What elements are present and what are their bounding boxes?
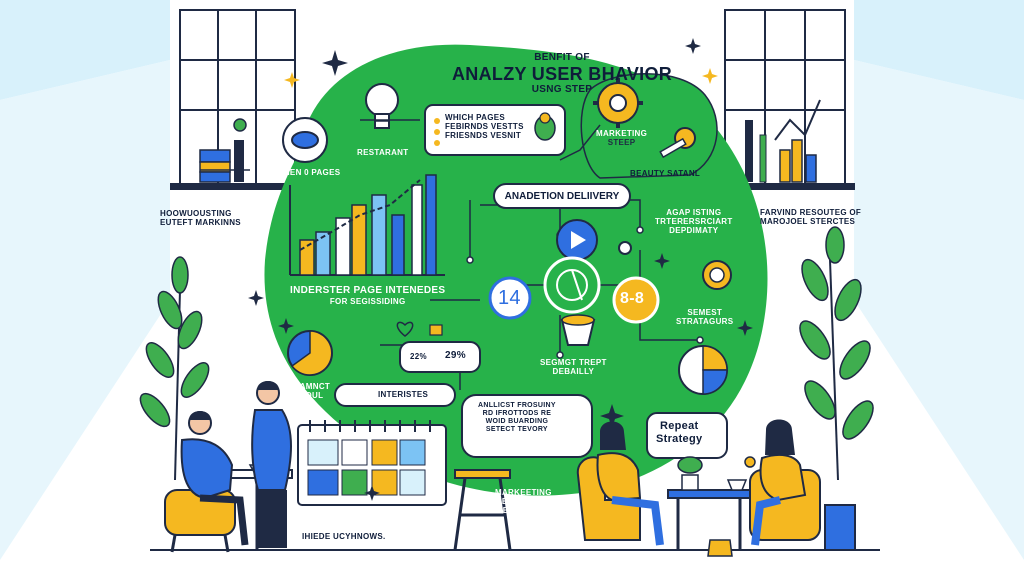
segmgt-trept-label: SEGMGT TREPT DEBAILLY (540, 358, 607, 376)
which-pages-line-2: FEBIRNDS VESTTS (445, 122, 524, 132)
pie-chart-left (287, 330, 333, 376)
node-small-circle (618, 241, 632, 255)
right-sky-panel (854, 0, 1024, 100)
shopping-bag-icon (707, 539, 733, 557)
repeat-strategy-label: Repeat Strategy (656, 420, 702, 445)
left-shelf (170, 183, 300, 190)
marketing-step-line-1: MARKETING (596, 129, 648, 138)
lamp-icon (702, 260, 732, 290)
person-seated-left (180, 411, 249, 546)
agap-isting-line-1: AGAP ISTING (666, 208, 722, 217)
right-edge-line-1: FARVIND RESOUTEG OF (760, 208, 862, 217)
inderster-page-line-1: INDERSTER PAGE INTENEDES (290, 285, 446, 296)
inderster-page-label: INDERSTER PAGE INTENEDES FOR SEGISSIDING (290, 285, 445, 306)
bug-icon (534, 112, 556, 141)
pencil-icon (659, 137, 687, 159)
person-woman-left (596, 421, 664, 546)
beamnct-line-2: STOUL (294, 391, 324, 401)
segmgt-line-2: DEBAILLY (552, 367, 595, 377)
anllicst-line-3: WOID BUARDING (485, 418, 549, 426)
bar-chart-graphic (289, 174, 445, 276)
main-title: BENFIT OF ANALZY USER BHAVIOR USNG STEP (452, 52, 672, 96)
interistes-pill (334, 383, 456, 407)
left-edge-note: HOOWUOUSTING EUTEFT MARKINNS (160, 209, 241, 227)
marketing-betginnery-label: MARKEETING BETGINNERY EXTATGIY (495, 488, 552, 516)
coffee-table (667, 456, 751, 550)
agap-isting-label: AGAP ISTING TRTERERSRCIART DEPDIMATY (655, 208, 733, 236)
left-window (179, 9, 296, 186)
percent-29-label: 29% (445, 350, 466, 361)
beamnct-stoul-label: BEAMNCT STOUL (288, 382, 330, 400)
percent-box (399, 341, 481, 373)
which-pages-box (424, 104, 566, 156)
left-edge-line-1: HOOWUOUSTING (160, 209, 232, 218)
central-node-icon (543, 256, 601, 314)
pie-chart-right (678, 345, 728, 395)
anllicst-box (461, 394, 593, 458)
title-line-3: USNG STEP (531, 84, 593, 96)
marketing-betginnery-line-1: MARKEETING (495, 488, 552, 497)
number-14-circle (488, 276, 532, 320)
anllicst-label: ANLLICST FROSUINY RD IFROTTODS RE WOID B… (478, 402, 556, 434)
right-shelf (720, 183, 855, 190)
number-14-label: 14 (498, 287, 521, 309)
marketing-betginnery-line-3: EXTATGIY (502, 506, 544, 516)
left-sky-panel (0, 0, 170, 100)
interistes-label: INTERISTES (378, 390, 429, 399)
left-plant (139, 256, 210, 481)
semest-stratagurs-label: SEMEST STRATAGURS (676, 308, 733, 326)
anadetion-delivery-pill: ANADETION DELIIVERY (493, 183, 631, 209)
agap-isting-line-2: TRTERERSRCIART (655, 217, 733, 227)
person-standing (251, 381, 292, 548)
anllicst-line-4: SETECT TEVORY (485, 426, 548, 434)
beauty-satanl-label: BEAUTY SATANL (630, 169, 701, 178)
tape-roll-icon (282, 117, 328, 163)
heart-icon (396, 321, 414, 337)
right-edge-note: FARVIND RESOUTEG OF MAROJOEL STERCTES (760, 208, 861, 226)
which-pages-text: WHICH PAGES FEBIRNDS VESTTS FRIESNDS VES… (445, 113, 524, 141)
anllicst-line-1: ANLLICST FROSUINY (478, 402, 556, 409)
restarant-label: RESTARANT (357, 148, 409, 157)
which-pages-line-3: FRIESNDS VESNIT (445, 131, 522, 141)
when-pages-label: WHEN 0 PAGES (276, 168, 341, 177)
number-88-circle (612, 276, 660, 324)
calendar-board (297, 420, 447, 506)
marketing-step-label: MARKETING STEEP (596, 129, 647, 147)
title-line-1: BENFIT OF (534, 52, 590, 63)
percent-22-label: 22% (410, 352, 427, 361)
number-88-label: 8-8 (620, 290, 645, 307)
cup-icon (560, 314, 596, 346)
title-line-2: ANALZY USER BHAVIOR (452, 63, 673, 84)
which-pages-line-1: WHICH PAGES (445, 113, 506, 122)
right-edge-line-2: MAROJOEL STERCTES (760, 217, 856, 227)
segmgt-line-1: SEGMGT TREPT (540, 358, 607, 367)
repeat-line-2: Strategy (656, 432, 703, 445)
repeat-line-1: Repeat (659, 420, 699, 432)
left-edge-line-2: EUTEFT MARKINNS (160, 218, 241, 228)
ihiede-label: IHIEDE UCYHNOWS. (302, 532, 386, 541)
easel (453, 469, 512, 551)
agap-isting-line-3: DEPDIMATY (669, 226, 719, 236)
anllicst-line-2: RD IFROTTODS RE (482, 410, 552, 418)
semest-line-2: STRATAGURS (676, 317, 734, 327)
sparkle-icons (248, 38, 753, 501)
play-button-icon (556, 219, 598, 261)
inderster-page-line-2: FOR SEGISSIDING (329, 296, 406, 306)
gear-icon (593, 78, 643, 128)
light-bulb-icon (365, 83, 399, 129)
semest-line-1: SEMEST (687, 308, 723, 317)
right-plant (799, 226, 874, 551)
person-woman-right (744, 419, 807, 546)
marketing-betginnery-line-2: BETGINNERY (495, 497, 551, 507)
marketing-step-line-2: STEEP (607, 138, 636, 148)
beamnct-line-1: BEAMNCT (288, 382, 331, 391)
